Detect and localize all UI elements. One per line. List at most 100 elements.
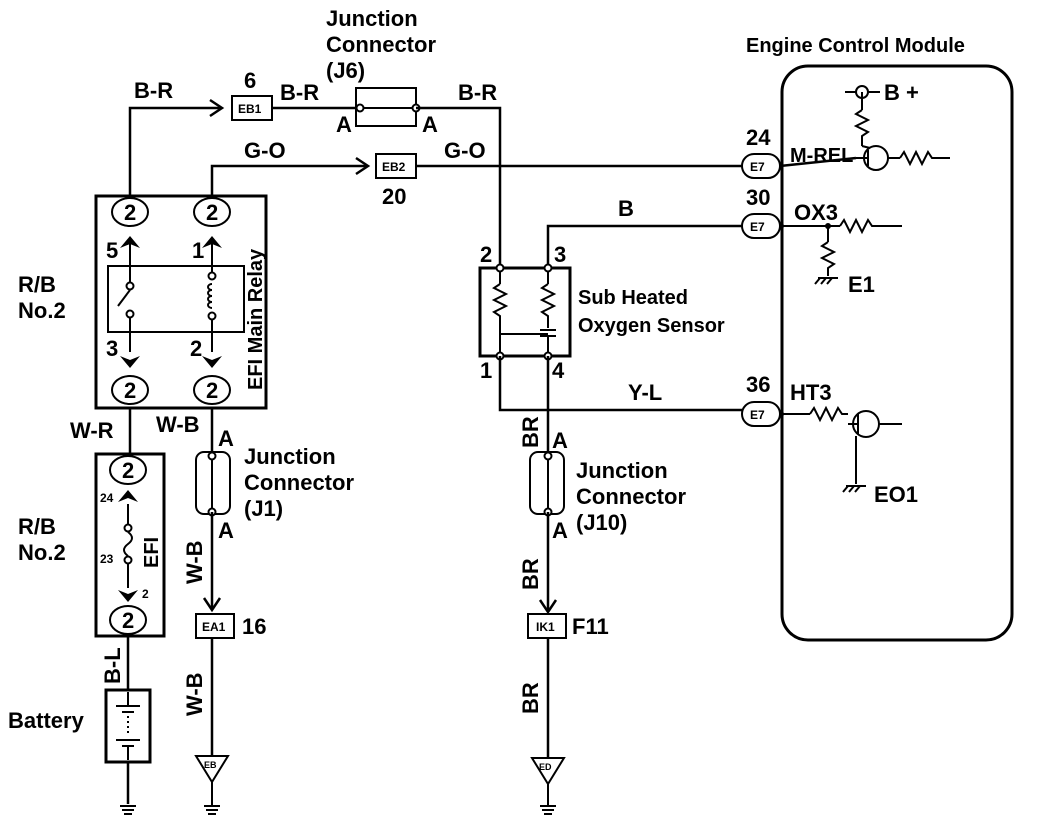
wire-b-r-1: B-R xyxy=(134,78,173,103)
sensor-pin-4: 4 xyxy=(552,358,565,383)
ecm-eo1: EO1 xyxy=(874,482,918,507)
junction-j10-line3: (J10) xyxy=(576,510,627,535)
sensor-pin-3: 3 xyxy=(554,242,566,267)
relay-pin-5: 5 xyxy=(106,238,118,263)
sensor-pin-1: 1 xyxy=(480,358,492,383)
wire-w-r: W-R xyxy=(70,418,114,443)
wire-b-r-3: B-R xyxy=(458,80,497,105)
relay-pin-3: 3 xyxy=(106,336,118,361)
ecm-box xyxy=(780,64,1014,642)
connector-eb1-pin: 6 xyxy=(244,68,256,93)
junction-j6 xyxy=(355,87,421,127)
fuse-terminal-top: 2 xyxy=(122,458,134,483)
wire-br-1: BR xyxy=(518,416,543,448)
svg-text:E7: E7 xyxy=(750,408,765,422)
wire-g-o-1: G-O xyxy=(244,138,286,163)
wire-g-o-2: G-O xyxy=(444,138,486,163)
connector-eb2-pin: 20 xyxy=(382,184,406,209)
sensor-label-line2: Oxygen Sensor xyxy=(578,315,725,337)
svg-text:EB: EB xyxy=(204,760,217,770)
ecm-ox3-pin: 30 xyxy=(746,185,770,210)
connector-ea1: EA1 xyxy=(195,613,235,639)
relay-pin-2: 2 xyxy=(190,336,202,361)
ground-battery xyxy=(120,805,136,815)
relay-pin-1: 1 xyxy=(192,238,204,263)
ecm-mrel-pin: 24 xyxy=(746,125,771,150)
junction-j1-line3: (J1) xyxy=(244,496,283,521)
junction-j6-line2: Connector xyxy=(326,32,436,57)
efi-main-relay-block xyxy=(94,194,268,410)
wire-br-3: BR xyxy=(518,682,543,714)
junction-j10-line1: Junction xyxy=(576,458,668,483)
relay-rb-line1: R/B xyxy=(18,272,56,297)
sensor-label-line1: Sub Heated xyxy=(578,287,688,309)
efi-fuse-block xyxy=(94,452,166,638)
svg-text:E7: E7 xyxy=(750,160,765,174)
ecm-ht3-transistor xyxy=(782,405,902,493)
relay-terminal-2-br: 2 xyxy=(206,378,218,403)
fuse-terminal-bottom: 2 xyxy=(122,608,134,633)
svg-text:EA1: EA1 xyxy=(202,620,226,634)
wire-y-l: Y-L xyxy=(628,380,662,405)
relay-terminal-2-tr: 2 xyxy=(206,200,218,225)
junction-j1-pin-bottom: A xyxy=(218,518,234,543)
ecm-e1: E1 xyxy=(848,272,875,297)
ground-ed: ED xyxy=(530,757,566,815)
sub-heated-oxygen-sensor xyxy=(478,263,572,361)
wire-w-b-3: W-B xyxy=(182,672,207,716)
relay-rb-line2: No.2 xyxy=(18,298,66,323)
ecm-ht3: HT3 xyxy=(790,380,832,405)
relay-terminal-2-bl: 2 xyxy=(124,378,136,403)
wire-br-2: BR xyxy=(518,558,543,590)
ecm-connector-mrel: E7 xyxy=(741,153,781,179)
junction-j1 xyxy=(195,451,231,517)
ecm-mrel-transistor xyxy=(845,85,950,171)
fuse-rb-line1: R/B xyxy=(18,514,56,539)
connector-eb2: EB2 xyxy=(375,153,417,179)
junction-j10-line2: Connector xyxy=(576,484,686,509)
connector-ea1-pin: 16 xyxy=(242,614,266,639)
ecm-b-plus: B + xyxy=(884,80,919,105)
wire-w-b-2: W-B xyxy=(182,540,207,584)
ecm-title: Engine Control Module xyxy=(746,35,965,57)
junction-j1-line1: Junction xyxy=(244,444,336,469)
ecm-ht3-pin: 36 xyxy=(746,372,770,397)
connector-eb1: EB1 xyxy=(231,95,273,121)
connector-ik1: IK1 xyxy=(527,613,567,639)
svg-text:IK1: IK1 xyxy=(536,620,555,634)
junction-j6-pin-right: A xyxy=(422,112,438,137)
ecm-mrel-label: M-REL xyxy=(790,145,853,167)
svg-text:EB2: EB2 xyxy=(382,160,406,174)
ecm-ox3-circuit xyxy=(782,217,902,285)
junction-j6-pin-left: A xyxy=(336,112,352,137)
connector-ik1-pin: F11 xyxy=(572,614,609,639)
wire-b: B xyxy=(618,196,634,221)
sensor-pin-2: 2 xyxy=(480,242,492,267)
relay-name: EFI Main Relay xyxy=(245,248,267,390)
wire-b-l: B-L xyxy=(100,647,125,684)
junction-j6-line3: (J6) xyxy=(326,58,365,83)
relay-terminal-2-tl: 2 xyxy=(124,200,136,225)
battery-symbol xyxy=(104,688,152,764)
ground-eb: EB xyxy=(194,755,230,815)
fuse-rb-line2: No.2 xyxy=(18,540,66,565)
fuse-pin-2-small: 2 xyxy=(142,587,149,601)
svg-text:EB1: EB1 xyxy=(238,102,262,116)
svg-text:ED: ED xyxy=(539,762,552,772)
fuse-name: EFI xyxy=(141,537,163,568)
junction-j6-line1: Junction xyxy=(326,6,418,31)
battery-label: Battery xyxy=(8,708,85,733)
ecm-connector-ht3: E7 xyxy=(741,401,781,427)
ecm-connector-ox3: E7 xyxy=(741,213,781,239)
svg-text:E7: E7 xyxy=(750,220,765,234)
junction-j10-pin-top: A xyxy=(552,428,568,453)
junction-j1-pin-top: A xyxy=(218,426,234,451)
ecm-ox3: OX3 xyxy=(794,200,838,225)
fuse-pin-23: 23 xyxy=(100,552,114,566)
wire-w-b-1: W-B xyxy=(156,412,200,437)
wire-b-r-2: B-R xyxy=(280,80,319,105)
fuse-pin-24: 24 xyxy=(100,491,114,505)
junction-j10 xyxy=(529,451,565,517)
junction-j1-line2: Connector xyxy=(244,470,354,495)
